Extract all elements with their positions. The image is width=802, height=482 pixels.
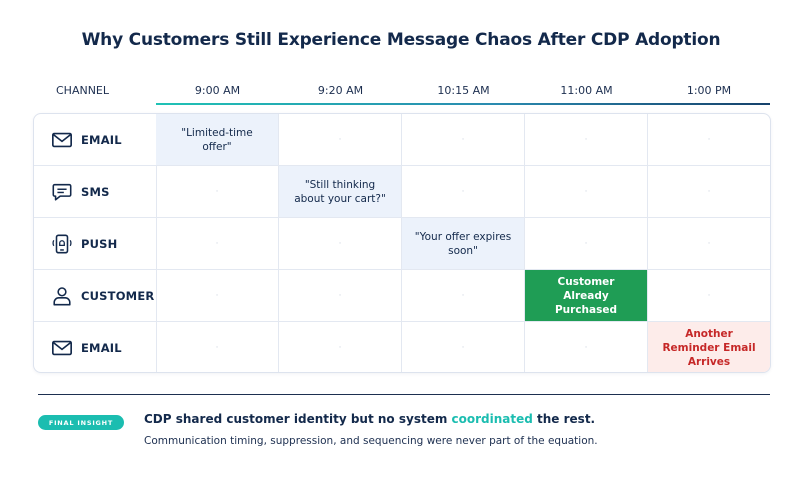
message-cell: "Still thinking about your cart?" [279, 166, 402, 218]
empty-cell: · [707, 291, 711, 301]
row-label: EMAIL [34, 322, 157, 372]
row-label: PUSH [34, 218, 157, 270]
chat-bubble-icon [52, 183, 72, 201]
row-email-2: EMAIL · · · · Another Reminder Email Arr… [34, 321, 770, 372]
envelope-icon [52, 340, 72, 355]
purchase-cell: Customer Already Purchased [525, 270, 648, 322]
channel-timeline-grid: EMAIL "Limited-time offer" · · · · SMS ·… [33, 113, 771, 373]
warning-cell: Another Reminder Email Arrives [648, 322, 770, 372]
final-insight-badge: FINAL INSIGHT [38, 415, 124, 430]
row-label-text: CUSTOMER [81, 289, 155, 303]
header-time-1: 9:00 AM [194, 84, 241, 97]
row-label-text: EMAIL [81, 340, 122, 355]
row-sms: SMS · "Still thinking about your cart?" … [34, 165, 770, 218]
row-label: SMS [34, 166, 157, 218]
empty-cell: · [707, 187, 711, 197]
row-push: PUSH · · "Your offer expires soon" · · [34, 217, 770, 270]
empty-cell: · [156, 270, 279, 322]
empty-cell: · [707, 239, 711, 249]
message-cell: "Limited-time offer" [156, 114, 279, 165]
header-time-2: 9:20 AM [317, 84, 364, 97]
empty-cell: · [402, 114, 525, 165]
empty-cell: · [525, 166, 648, 218]
row-label-text: SMS [81, 185, 110, 199]
mobile-notification-icon [52, 234, 72, 254]
insight-subtext: Communication timing, suppression, and s… [144, 435, 598, 447]
row-label: CUSTOMER [34, 270, 157, 322]
user-icon [53, 287, 71, 306]
envelope-icon [52, 132, 72, 147]
empty-cell: · [525, 114, 648, 165]
header-time-4: 11:00 AM [560, 84, 613, 97]
empty-cell: · [279, 322, 402, 372]
empty-cell: · [279, 270, 402, 322]
row-label-text: EMAIL [81, 132, 122, 147]
empty-cell: · [525, 322, 648, 372]
empty-cell: · [525, 218, 648, 270]
insight-headline: CDP shared customer identity but no syst… [144, 412, 595, 426]
empty-cell: · [279, 218, 402, 270]
message-cell: "Your offer expires soon" [402, 218, 525, 270]
header-channel: CHANNEL [56, 84, 110, 97]
section-divider [38, 394, 770, 395]
insight-text-after: the rest. [532, 412, 596, 426]
empty-cell: · [402, 270, 525, 322]
empty-cell: · [707, 134, 711, 145]
empty-cell: · [279, 114, 402, 165]
timeline-gradient-line [156, 103, 770, 105]
row-label-text: PUSH [81, 237, 118, 251]
header-time-3: 10:15 AM [437, 84, 490, 97]
insight-highlight: coordinated [451, 412, 533, 426]
empty-cell: · [402, 322, 525, 372]
insight-text-before: CDP shared customer identity but no syst… [144, 412, 452, 426]
empty-cell: · [156, 322, 279, 372]
page-title: Why Customers Still Experience Message C… [81, 30, 721, 50]
empty-cell: · [156, 166, 279, 218]
empty-cell: · [402, 166, 525, 218]
row-email-1: EMAIL "Limited-time offer" · · · · [34, 114, 770, 165]
row-label: EMAIL [34, 114, 157, 165]
header-time-5: 1:00 PM [686, 84, 732, 97]
row-customer: CUSTOMER · · · Customer Already Purchase… [34, 269, 770, 322]
empty-cell: · [156, 218, 279, 270]
timeline-header: CHANNEL 9:00 AM 9:20 AM 10:15 AM 11:00 A… [0, 84, 802, 104]
